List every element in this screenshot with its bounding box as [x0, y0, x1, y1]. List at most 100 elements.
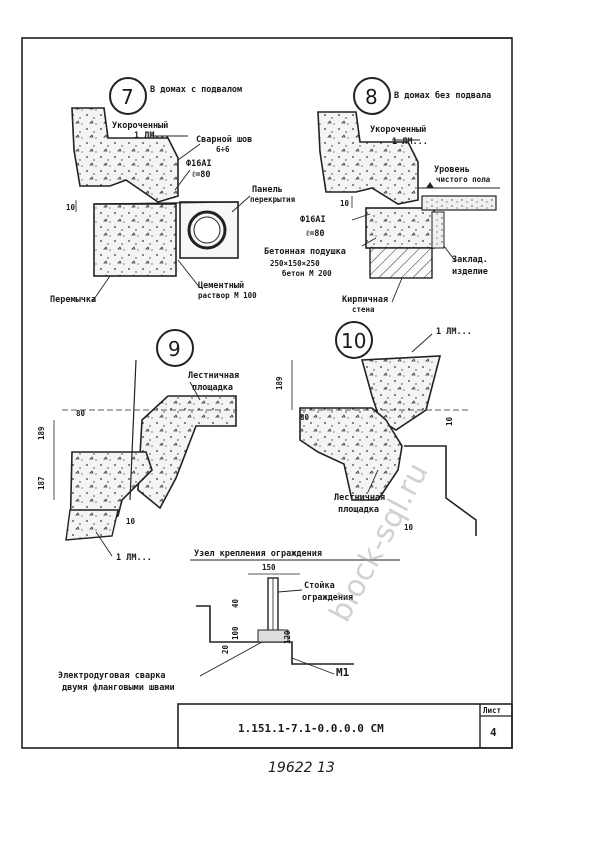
detail-9-dim-187: 187	[37, 476, 46, 490]
detail-10-number: 10	[341, 329, 366, 353]
stamp-code: 1.151.1-7.1-0.0.0.0 СМ	[238, 722, 384, 735]
detail-10-circle	[335, 321, 373, 359]
railing-leader-post	[277, 589, 303, 593]
detail-8-embed	[431, 211, 445, 249]
detail-8-leader-rebar	[351, 213, 371, 221]
stamp-sheet-label: Лист	[483, 706, 501, 715]
railing-leader-weld	[199, 641, 263, 677]
handwritten-number: 19622 13	[268, 760, 335, 776]
detail-7-joint	[93, 201, 239, 205]
railing-dim-40: 40	[231, 598, 240, 608]
detail-8-level-marker	[426, 182, 434, 188]
detail-9-circle	[156, 329, 194, 367]
detail-10-mark: 1 ЛМ...	[436, 327, 472, 337]
railing-tread	[196, 605, 354, 665]
railing-m1: М1	[336, 666, 350, 679]
detail-7-leader-rebar	[174, 169, 191, 191]
railing-title: Узел крепления ограждения	[194, 549, 322, 559]
detail-8-floor	[421, 195, 497, 211]
railing-weld-label: Электродуговая сварка	[58, 671, 165, 681]
detail-7-number: 7	[121, 85, 134, 109]
detail-7-leader-mortar	[177, 259, 201, 289]
detail-7-weld-size: 6÷6	[216, 145, 230, 154]
detail-9: 9 Лестничная площадка 189 187 80 10 1 ЛМ…	[37, 329, 239, 563]
detail-8-rebar: Ф16АI	[300, 215, 326, 225]
detail-8-number: 8	[365, 85, 378, 109]
detail-7-panel-void-inner	[193, 216, 221, 244]
railing-node: Узел крепления ограждения 150 Стойка огр…	[58, 549, 400, 693]
railing-post-label-2: ограждения	[302, 593, 353, 603]
railing-dim-20: 20	[221, 644, 230, 654]
detail-8-stair-upper	[317, 111, 419, 205]
detail-7-rebar-len: ℓ=80	[192, 170, 211, 180]
detail-8-level-2: чистого пола	[436, 175, 491, 184]
detail-8-circle	[353, 77, 391, 115]
detail-8-embed-label: Заклад.	[452, 255, 488, 265]
detail-7-stair-upper	[71, 107, 179, 203]
title-stamp: 1.151.1-7.1-0.0.0.0 СМ Лист 4	[177, 703, 513, 749]
railing-dim-100: 100	[231, 626, 240, 640]
stamp-sheet-number: 4	[490, 726, 497, 739]
detail-9-step-lower	[65, 509, 119, 541]
detail-9-wall-line	[129, 359, 137, 501]
detail-10-landing-label: Лестничная	[334, 493, 385, 503]
detail-8-pad-concrete: бетон М 200	[282, 269, 332, 278]
detail-8-brick-label: Кирпичная	[342, 295, 388, 305]
detail-9-landing	[137, 395, 237, 510]
detail-8-leader-embed	[443, 245, 457, 263]
detail-7-rebar: Ф16АI	[186, 159, 212, 169]
detail-10-flight-lower	[404, 445, 477, 536]
railing-post-label: Стойка	[304, 581, 335, 591]
detail-7-panel-label-2: перекрытия	[250, 195, 296, 204]
railing-plate	[257, 629, 289, 643]
detail-8-brick-wall	[369, 247, 433, 279]
railing-dim-150: 150	[262, 563, 276, 572]
detail-8-title: В домах без подвала	[394, 90, 491, 101]
detail-8-rebar-len: ℓ=80	[306, 229, 325, 239]
detail-9-dim-189: 189	[37, 426, 46, 440]
detail-10-dim-189: 189	[275, 376, 284, 390]
detail-7-weld: Сварной шов	[196, 135, 252, 145]
detail-9-landing-label: Лестничная	[188, 371, 239, 381]
detail-7-mortar: Цементный	[198, 281, 244, 291]
detail-7-lintel-mark: 1 ЛМ...	[134, 131, 170, 141]
detail-10-landing-label-2: площадка	[338, 505, 379, 515]
detail-7-panel-label: Панель	[252, 185, 283, 195]
detail-7-panel-void	[187, 210, 227, 250]
detail-10-leader-landing	[367, 469, 379, 493]
detail-10-dim-80: 80	[300, 413, 310, 422]
railing-leader-m1	[291, 657, 335, 675]
detail-7-leader-lintel	[91, 275, 111, 303]
detail-9-number: 9	[168, 337, 181, 361]
detail-8-level: Уровень	[434, 165, 470, 175]
detail-7-leader-panel	[231, 195, 251, 213]
detail-9-leader-landing	[189, 381, 201, 401]
detail-7-mortar-2: раствор М 100	[198, 291, 257, 300]
detail-8-brick-label-2: стена	[352, 305, 375, 314]
railing-dim-120: 120	[283, 630, 292, 644]
detail-9-dim-80: 80	[76, 409, 86, 418]
railing-weld-label-2: двумя фланговыми швами	[62, 683, 175, 693]
detail-9-mark: 1 ЛМ...	[116, 553, 152, 563]
detail-8-pad	[365, 207, 435, 249]
detail-10-flight-upper	[360, 355, 442, 431]
detail-9-dim-10: 10	[126, 517, 136, 526]
detail-8-lintel-short: Укороченный	[370, 125, 426, 135]
detail-8: 8 В домах без подвала Укороченный 1 ЛМ..…	[264, 77, 500, 314]
detail-10-landing	[299, 407, 403, 501]
detail-10-dim-10-a: 10	[445, 416, 454, 426]
stamp-box	[177, 703, 513, 749]
detail-9-landing-label-2: площадка	[192, 383, 233, 393]
detail-7-title: В домах с подвалом	[150, 85, 242, 95]
detail-7: 7 В домах с подвалом 10 Укороченный 1 ЛМ…	[50, 77, 296, 305]
detail-10-leader-mark	[411, 333, 433, 353]
detail-8-leader-pad	[361, 237, 377, 247]
detail-7-circle	[109, 77, 147, 115]
detail-7-lintel-label: Перемычка	[50, 295, 96, 305]
detail-10-dim-10-b: 10	[404, 523, 414, 532]
detail-8-pad-size: 250×150×250	[270, 259, 320, 268]
detail-7-lintel	[93, 203, 177, 277]
detail-9-leader-mark	[95, 531, 113, 557]
detail-10: 10 1 ЛМ... 189 80 10 10 Лестничная площа…	[275, 321, 477, 536]
